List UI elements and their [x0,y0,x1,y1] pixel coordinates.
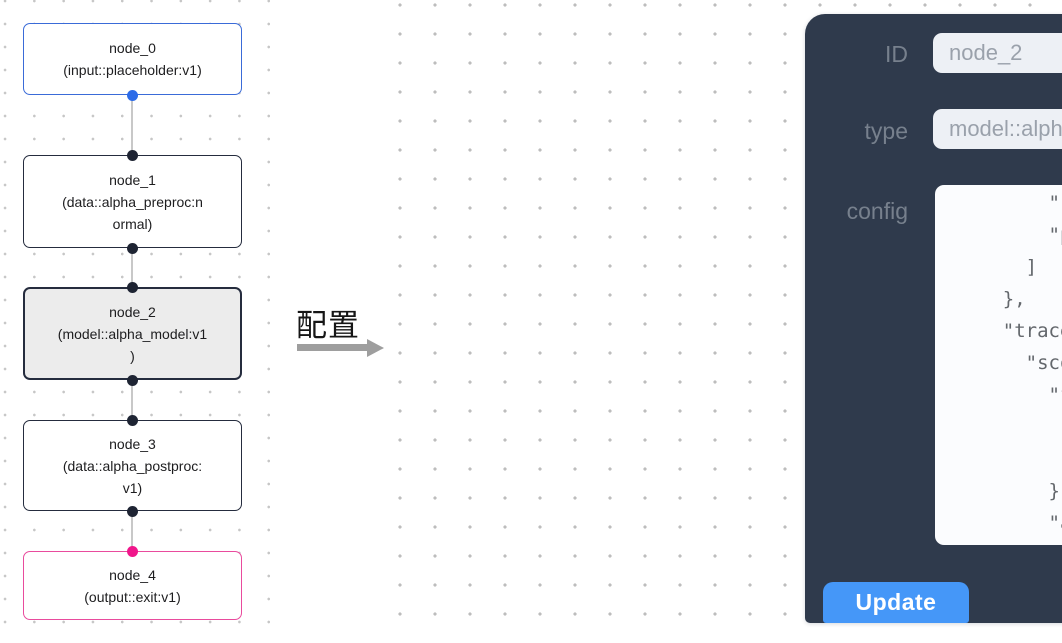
node-label: node_4 (output::exit:v1) [84,566,181,605]
arrow-right-icon [297,344,367,351]
arrow-right-icon [367,338,384,357]
edge-connector [131,248,133,287]
node-output-handle[interactable] [127,505,138,517]
flow-node-node-2-selected[interactable]: node_2 (model::alpha_model:v1 ) [23,287,242,380]
type-input[interactable] [933,109,1062,149]
update-button[interactable]: Update [823,582,969,623]
edge-connector [131,380,133,420]
node-label: node_0 (input::placeholder:v1) [63,40,202,78]
node-output-handle[interactable] [127,374,138,386]
config-json-text: "raw_action", "pred" ] }, "trace": { "sc… [1002,192,1062,534]
node-label: node_2 (model::alpha_model:v1 ) [57,303,208,364]
edge-connector [131,511,133,551]
flow-node-node-4[interactable]: node_4 (output::exit:v1) [23,551,242,620]
config-panel: ID type config "raw_action", "pred" ] },… [805,14,1062,623]
node-input-handle[interactable] [127,545,138,557]
flow-node-node-1[interactable]: node_1 (data::alpha_preproc:n ormal) [23,155,242,248]
node-label: node_3 (data::alpha_postproc: v1) [62,435,203,496]
node-input-handle[interactable] [127,281,138,293]
panel-region: ID type config "raw_action", "pred" ] },… [395,0,1062,623]
flow-node-node-0[interactable]: node_0 (input::placeholder:v1) [23,23,242,95]
node-input-handle[interactable] [127,414,138,426]
node-input-handle[interactable] [127,149,138,161]
node-label: node_1 (data::alpha_preproc:n ormal) [62,171,203,232]
flow-node-node-3[interactable]: node_3 (data::alpha_postproc: v1) [23,420,242,511]
type-field-label: type [864,118,908,144]
config-field-label: config [846,198,908,224]
node-output-handle[interactable] [127,242,138,254]
id-input[interactable] [933,33,1062,73]
flow-canvas[interactable]: node_0 (input::placeholder:v1) node_1 (d… [0,0,272,643]
annotation-label: 配置 [296,308,360,343]
node-output-handle[interactable] [127,89,138,101]
config-textarea[interactable]: "raw_action", "pred" ] }, "trace": { "sc… [935,185,1062,545]
id-field-label: ID [885,41,908,67]
edge-connector [131,95,133,155]
